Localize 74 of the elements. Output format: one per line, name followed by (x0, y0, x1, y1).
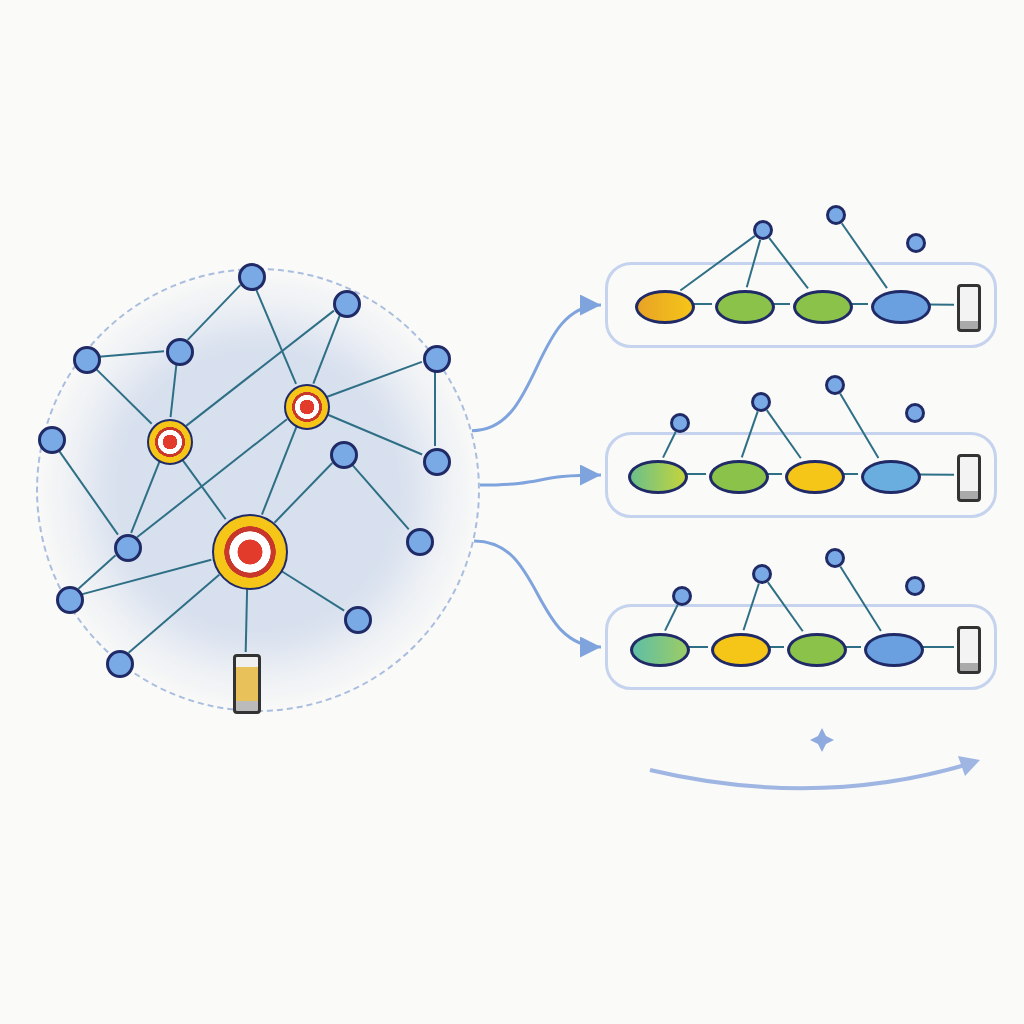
network-node (905, 403, 925, 423)
connector-line (766, 581, 804, 633)
network-node (672, 586, 692, 606)
battery-icon (957, 284, 981, 332)
ellipse-node (787, 633, 847, 667)
connector-line (80, 558, 213, 596)
connector-line (273, 462, 334, 524)
ellipse-node (871, 290, 931, 324)
network-node (906, 233, 926, 253)
network-node (826, 205, 846, 225)
connector-line (768, 236, 809, 290)
network-node (905, 576, 925, 596)
target-node (147, 419, 193, 465)
connector-line (679, 234, 756, 292)
battery-icon (233, 654, 261, 714)
network-node (106, 650, 134, 678)
network-node (38, 426, 66, 454)
connector-line (745, 238, 762, 289)
connector-line (130, 460, 161, 534)
network-node (114, 534, 142, 562)
ellipse-node (630, 633, 690, 667)
connector-line (740, 410, 759, 459)
ellipse-node (709, 460, 769, 494)
connector-line (136, 418, 288, 539)
ellipse-node (715, 290, 775, 324)
ellipse-node (711, 633, 771, 667)
ellipse-node (861, 460, 921, 494)
ellipse-node (793, 290, 853, 324)
network-node (423, 345, 451, 373)
connector-line (664, 604, 679, 632)
network-node (330, 441, 358, 469)
network-node (825, 375, 845, 395)
network-node (73, 346, 101, 374)
connector-line (186, 284, 242, 341)
connector-line (765, 409, 802, 460)
ellipse-node (628, 460, 688, 494)
connector-line (77, 554, 117, 590)
network-node (238, 263, 266, 291)
network-node (333, 290, 361, 318)
ellipse-node (864, 633, 924, 667)
connector-line (742, 582, 760, 632)
network-node (166, 338, 194, 366)
network-node (751, 392, 771, 412)
connector-line (185, 309, 335, 427)
network-node (825, 548, 845, 568)
connector-line (839, 392, 880, 459)
battery-icon (957, 626, 981, 674)
panel-box (605, 262, 997, 348)
network-node (423, 448, 451, 476)
ellipse-node (785, 460, 845, 494)
target-node (212, 514, 288, 590)
connector-line (260, 425, 298, 516)
arrow (471, 297, 602, 433)
connector-line (840, 222, 888, 290)
arrow (479, 464, 602, 487)
connector-line (244, 587, 249, 653)
network-node (752, 564, 772, 584)
connector-line (312, 314, 341, 385)
connector-line (127, 573, 221, 654)
ellipse-node (635, 290, 695, 324)
network-node (344, 606, 372, 634)
panel-box (605, 604, 997, 690)
network-node (753, 220, 773, 240)
battery-icon (957, 454, 981, 502)
network-node (56, 586, 84, 614)
network-node (406, 528, 434, 556)
panel-box (605, 432, 997, 518)
connector-line (434, 370, 436, 447)
connector-line (325, 360, 423, 399)
connector-line (662, 431, 677, 459)
connector-line (839, 565, 882, 632)
arrow (473, 539, 602, 655)
network-node (670, 413, 690, 433)
target-node (284, 384, 330, 430)
